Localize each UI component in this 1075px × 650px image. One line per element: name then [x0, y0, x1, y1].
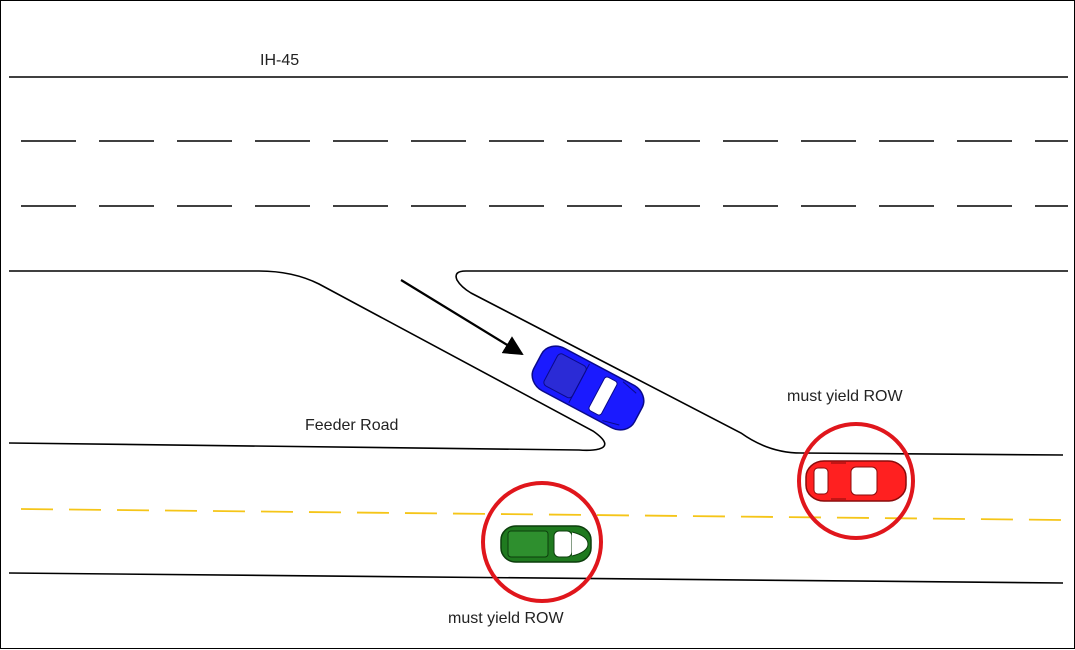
ramp-left-edge [8, 270, 606, 452]
yield-circle-icon-upper [797, 422, 915, 540]
yield-label-upper: must yield ROW [787, 388, 903, 405]
feeder-center-line [20, 508, 1064, 521]
feeder-bottom-edge [8, 572, 1064, 584]
green-car [500, 525, 592, 563]
yield-label-lower: must yield ROW [448, 610, 564, 627]
feeder-road-label: Feeder Road [305, 417, 399, 434]
blue-car [531, 345, 645, 431]
red-car [805, 460, 907, 502]
ramp-right-edge [455, 270, 1068, 456]
highway-label: IH-45 [260, 52, 300, 69]
yield-circle-icon-lower [481, 481, 603, 603]
direction-arrow-icon [400, 279, 524, 356]
